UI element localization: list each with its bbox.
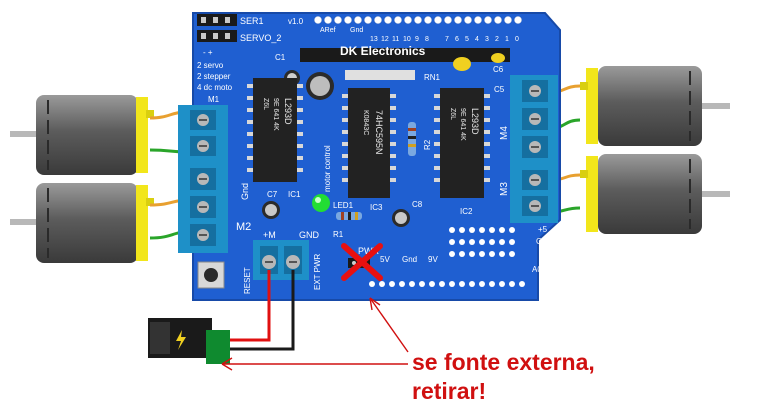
pin-number: 1 — [505, 36, 509, 43]
reset-button — [197, 261, 225, 289]
red-x-mark — [341, 243, 383, 281]
side-text-line: 2 stepper — [197, 72, 231, 81]
side-text-line: - + — [203, 48, 213, 57]
label-ic1: IC1 — [288, 190, 301, 199]
power-wires — [216, 270, 295, 351]
chip-text: 74HC595N — [374, 110, 384, 155]
terminal-block-m2 — [178, 163, 228, 253]
label-m2: M2 — [236, 221, 251, 233]
terminal-block-m1 — [178, 105, 228, 163]
chip-text: 9E 641 4K — [459, 108, 466, 141]
annotation-line2: retirar! — [412, 378, 487, 404]
led1 — [312, 194, 330, 212]
pin-number: 6 — [455, 36, 459, 43]
chip-ic3: 74HC595N K0843C — [342, 88, 396, 198]
pin-number: 12 — [381, 36, 389, 43]
label-c8: C8 — [412, 200, 423, 209]
side-text: - + 2 servo 2 stepper 4 dc moto — [197, 48, 233, 92]
capacitor-yellow — [453, 57, 471, 71]
label-m1: M1 — [208, 95, 220, 104]
resistor-r2 — [408, 122, 416, 156]
label-c7: C7 — [267, 190, 278, 199]
label-r2: R2 — [423, 139, 432, 150]
lightning-icon — [176, 330, 186, 350]
label-ser1: SER1 — [240, 16, 264, 26]
label-c5: C5 — [494, 85, 505, 94]
label-plus5: +5 — [538, 225, 548, 234]
pin-number-labels: 13 12 11 10 9 8 7 6 5 4 3 2 1 0 — [370, 36, 519, 43]
chip-ic2: L293D 9E 641 4K Z6L — [434, 88, 490, 198]
label-gnd-right: Gnd — [536, 237, 551, 246]
board-brand: DK Electronics — [340, 44, 426, 58]
label-pwr: PWR — [358, 246, 379, 256]
chip-text: Z6L — [449, 108, 456, 120]
label-c1: C1 — [275, 53, 286, 62]
label-led1: LED1 — [333, 201, 354, 210]
pin-number: 13 — [370, 36, 378, 43]
label-gnd-bottom: GND — [299, 230, 320, 240]
label-ic2: IC2 — [460, 207, 473, 216]
label-servo2: SERVO_2 — [240, 33, 281, 43]
dc-motor-right-bottom — [580, 154, 730, 234]
label-ext-pwr: EXT PWR — [313, 253, 322, 290]
resistor-network — [345, 70, 415, 80]
label-motor-control: motor control — [323, 145, 332, 192]
capacitor-yellow — [491, 53, 505, 63]
pin-number: 3 — [485, 36, 489, 43]
capacitor-c7 — [262, 201, 280, 219]
label-plus-m: +M — [263, 230, 276, 240]
terminal-block-m4 — [510, 75, 558, 165]
label-gnd-left: Gnd — [240, 183, 250, 200]
prototype-pads — [369, 227, 525, 287]
servo-headers — [197, 14, 237, 42]
dc-power-jack — [148, 318, 230, 364]
label-c6: C6 — [493, 65, 504, 74]
pin-number: 8 — [425, 36, 429, 43]
resistor-r1 — [336, 212, 362, 220]
terminal-block-power — [253, 240, 309, 280]
dc-motor-left-bottom — [10, 183, 154, 263]
pin-number: 5 — [465, 36, 469, 43]
terminal-block-m3 — [510, 165, 558, 223]
label-reset: RESET — [243, 267, 252, 294]
label-ic3: IC3 — [370, 203, 383, 212]
annotation-arrows — [221, 297, 409, 371]
capacitor-c8 — [392, 209, 410, 227]
label-r1: R1 — [333, 230, 344, 239]
label-rn1: RN1 — [424, 73, 441, 82]
pin-number: 0 — [515, 36, 519, 43]
pin-number: 2 — [495, 36, 499, 43]
label-version: v1.0 — [288, 17, 304, 26]
dc-motor-left-top — [10, 95, 154, 175]
pin-number: 10 — [403, 36, 411, 43]
chip-text: L293D — [283, 98, 293, 125]
label-aref: ARef — [320, 27, 336, 34]
pin-number: 11 — [392, 36, 399, 43]
dc-motor-right-top — [580, 66, 730, 146]
pin-number: 4 — [475, 36, 479, 43]
chip-text: 9E 641 4K — [272, 98, 279, 131]
pin-number: 7 — [445, 36, 449, 43]
label-gnd-top: Gnd — [350, 27, 363, 34]
electrolytic-capacitor — [284, 70, 334, 100]
label-a05: A0-5 — [532, 265, 549, 274]
label-9v: 9V — [428, 255, 438, 264]
label-m3: M3 — [499, 182, 510, 196]
label-gnd-power: Gnd — [402, 255, 417, 264]
chip-text: Z6L — [262, 98, 269, 110]
side-text-line: 2 servo — [197, 61, 224, 70]
pin-number: 9 — [415, 36, 419, 43]
chip-text: K0843C — [362, 110, 369, 135]
label-5v: 5V — [380, 255, 390, 264]
annotation-line1: se fonte externa, — [412, 349, 595, 375]
chip-text: L293D — [470, 108, 480, 135]
chip-ic1: L293D 9E 641 4K Z6L — [247, 78, 303, 182]
side-text-line: 4 dc moto — [197, 83, 233, 92]
label-m4: M4 — [499, 126, 510, 140]
